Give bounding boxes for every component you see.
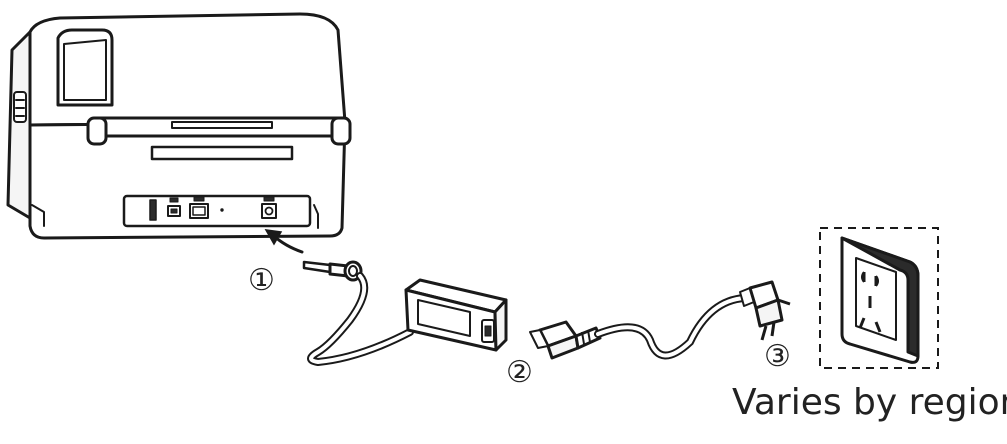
printer-rear-slot [150, 145, 294, 161]
printer-cover-window-inner [63, 39, 107, 101]
ac-coupler [529, 320, 602, 360]
wall-outlet [840, 236, 920, 364]
ac-cable [594, 294, 749, 360]
wall-plug [739, 280, 791, 341]
printer-dc-jack [261, 203, 277, 219]
printer-foot-right [313, 204, 319, 229]
printer-illustration [6, 12, 352, 240]
printer-hinge-left [86, 116, 108, 146]
step-label-1: ① [248, 263, 275, 298]
printer-label-slot [171, 121, 273, 129]
printer-power-switch [149, 199, 157, 221]
outlet-hole-bottom-right [874, 321, 882, 333]
dc-cable [307, 272, 414, 367]
printer-cover-window [56, 28, 114, 107]
printer-foot-left [31, 204, 45, 227]
printer-left-side [6, 30, 32, 220]
region-caption: Varies by regions [732, 382, 1007, 423]
outlet-region-box [819, 227, 939, 369]
adapter-label-area [417, 299, 471, 337]
power-adapter-brick [404, 278, 508, 352]
dc-plug [302, 260, 363, 282]
step-label-2: ② [506, 355, 533, 390]
insert-arrow [264, 229, 304, 254]
step-label-3: ③ [764, 339, 791, 374]
outlet-hole-bottom-left [858, 317, 866, 329]
printer-hinge-right [330, 116, 352, 146]
